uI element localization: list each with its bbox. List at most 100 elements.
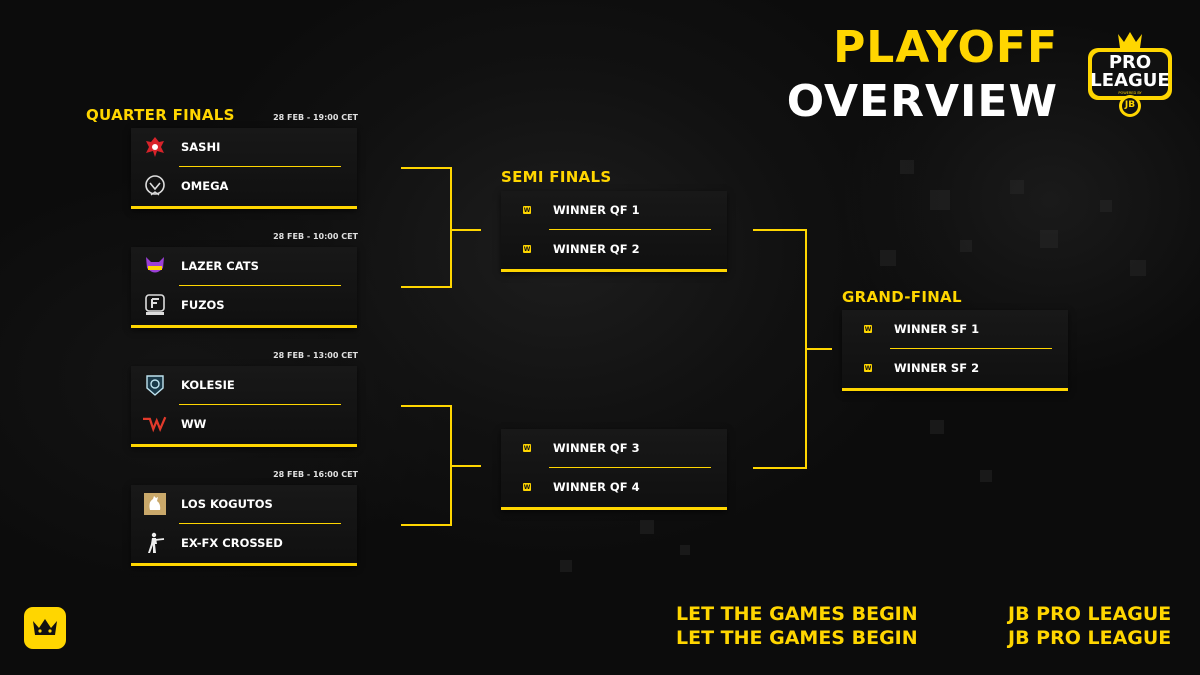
team-row[interactable]: OMEGA <box>131 167 357 205</box>
match-date: 28 FEB - 13:00 CET <box>273 351 358 360</box>
team-name: EX-FX CROSSED <box>181 536 283 550</box>
match-date: 28 FEB - 19:00 CET <box>273 113 358 122</box>
pixel-decoration <box>640 520 654 534</box>
team-name: LOS KOGUTOS <box>181 497 273 511</box>
bracket-line <box>401 524 451 526</box>
pro-league-logo: PRO LEAGUE POWERED BY JB <box>1084 28 1176 120</box>
team-name: WW <box>181 417 207 431</box>
divider <box>549 467 711 468</box>
team-name: KOLESIE <box>181 378 235 392</box>
team-row[interactable]: FUZOS <box>131 286 357 324</box>
tagline-rest: ET THE GAMES BEGIN <box>688 627 918 649</box>
bracket-line <box>450 167 452 288</box>
pixel-decoration <box>930 420 944 434</box>
qf-match-card-3[interactable]: KOLESIE WW <box>131 366 357 447</box>
team-row[interactable]: LOS KOGUTOS <box>131 485 357 523</box>
ww-logo-icon <box>143 412 167 436</box>
semi-finals-heading: SEMI FINALS <box>501 168 612 186</box>
bracket-line <box>401 167 451 169</box>
divider <box>890 348 1052 349</box>
page-title-line1: PLAYOFF <box>833 22 1058 73</box>
bracket-line <box>451 465 481 467</box>
team-row[interactable]: WW <box>131 405 357 443</box>
team-name: FUZOS <box>181 298 225 312</box>
brand-name: JB PRO LEAGUE <box>1008 627 1172 649</box>
bracket-line <box>753 229 806 231</box>
qf-match-card-1[interactable]: SASHI OMEGA <box>131 128 357 209</box>
tagline-first-letter: L <box>676 603 689 625</box>
pixel-decoration <box>560 560 572 572</box>
crown-logo <box>24 607 66 649</box>
qf-match-card-2[interactable]: LAZER CATS FUZOS <box>131 247 357 328</box>
divider <box>179 404 341 405</box>
team-row[interactable]: W WINNER QF 3 <box>501 429 727 467</box>
lazer-cats-logo-icon <box>143 254 167 278</box>
bracket-line <box>401 286 451 288</box>
team-name: WINNER QF 2 <box>553 242 640 256</box>
grand-final-card[interactable]: W WINNER SF 1 W WINNER SF 2 <box>842 310 1068 391</box>
team-row[interactable]: SASHI <box>131 128 357 166</box>
match-date: 28 FEB - 10:00 CET <box>273 232 358 241</box>
divider <box>179 523 341 524</box>
bracket-line <box>753 467 806 469</box>
team-name: SASHI <box>181 140 221 154</box>
team-row[interactable]: LAZER CATS <box>131 247 357 285</box>
los-kogutos-logo-icon <box>143 492 167 516</box>
pixel-decoration <box>900 160 914 174</box>
logo-text: PRO LEAGUE <box>1090 52 1170 91</box>
logo-powered: POWERED BY <box>1118 91 1142 95</box>
team-row[interactable]: W WINNER QF 4 <box>501 468 727 506</box>
tagline-first-letter: L <box>676 627 689 649</box>
match-date: 28 FEB - 16:00 CET <box>273 470 358 479</box>
team-name: LAZER CATS <box>181 259 259 273</box>
fuzos-logo-icon <box>143 293 167 317</box>
team-name: WINNER QF 3 <box>553 441 640 455</box>
winner-icon: W <box>523 444 531 452</box>
team-name: WINNER QF 1 <box>553 203 640 217</box>
quarter-finals-heading: QUARTER FINALS <box>86 106 235 124</box>
team-row[interactable]: W WINNER SF 1 <box>842 310 1068 348</box>
sashi-logo-icon <box>143 135 167 159</box>
winner-icon: W <box>864 325 872 333</box>
winner-icon: W <box>523 245 531 253</box>
sf-match-card-2[interactable]: W WINNER QF 3 W WINNER QF 4 <box>501 429 727 510</box>
page-title-line2: OVERVIEW <box>786 76 1058 127</box>
team-row[interactable]: KOLESIE <box>131 366 357 404</box>
pixel-decoration <box>980 470 992 482</box>
team-row[interactable]: W WINNER QF 1 <box>501 191 727 229</box>
pixel-decoration <box>1100 200 1112 212</box>
pixel-decoration <box>1010 180 1024 194</box>
team-row[interactable]: W WINNER QF 2 <box>501 230 727 268</box>
bracket-line <box>451 229 481 231</box>
tagline-rest: ET THE GAMES BEGIN <box>688 603 918 625</box>
winner-icon: W <box>523 483 531 491</box>
team-row[interactable]: EX-FX CROSSED <box>131 524 357 562</box>
grand-final-heading: GRAND-FINAL <box>842 288 962 306</box>
divider <box>179 285 341 286</box>
team-name: WINNER QF 4 <box>553 480 640 494</box>
pixel-decoration <box>880 250 896 266</box>
sf-match-card-1[interactable]: W WINNER QF 1 W WINNER QF 2 <box>501 191 727 272</box>
logo-jb: JB <box>1124 100 1136 110</box>
divider <box>549 229 711 230</box>
team-name: OMEGA <box>181 179 229 193</box>
pixel-decoration <box>960 240 972 252</box>
crown-icon <box>33 619 57 635</box>
pixel-decoration <box>680 545 690 555</box>
tagline: LET THE GAMES BEGIN LET THE GAMES BEGIN <box>676 602 918 650</box>
team-row[interactable]: W WINNER SF 2 <box>842 349 1068 387</box>
winner-icon: W <box>864 364 872 372</box>
pixel-decoration <box>1040 230 1058 248</box>
pixel-decoration <box>1130 260 1146 276</box>
bracket-line <box>401 405 451 407</box>
pixel-decoration <box>930 190 950 210</box>
divider <box>179 166 341 167</box>
omega-logo-icon <box>143 174 167 198</box>
brand-name: JB PRO LEAGUE <box>1008 603 1172 625</box>
team-name: WINNER SF 2 <box>894 361 980 375</box>
winner-icon: W <box>523 206 531 214</box>
brand-tagline: JB PRO LEAGUE JB PRO LEAGUE <box>1008 602 1171 650</box>
ex-fx-crossed-logo-icon <box>143 531 167 555</box>
qf-match-card-4[interactable]: LOS KOGUTOS EX-FX CROSSED <box>131 485 357 566</box>
team-name: WINNER SF 1 <box>894 322 980 336</box>
